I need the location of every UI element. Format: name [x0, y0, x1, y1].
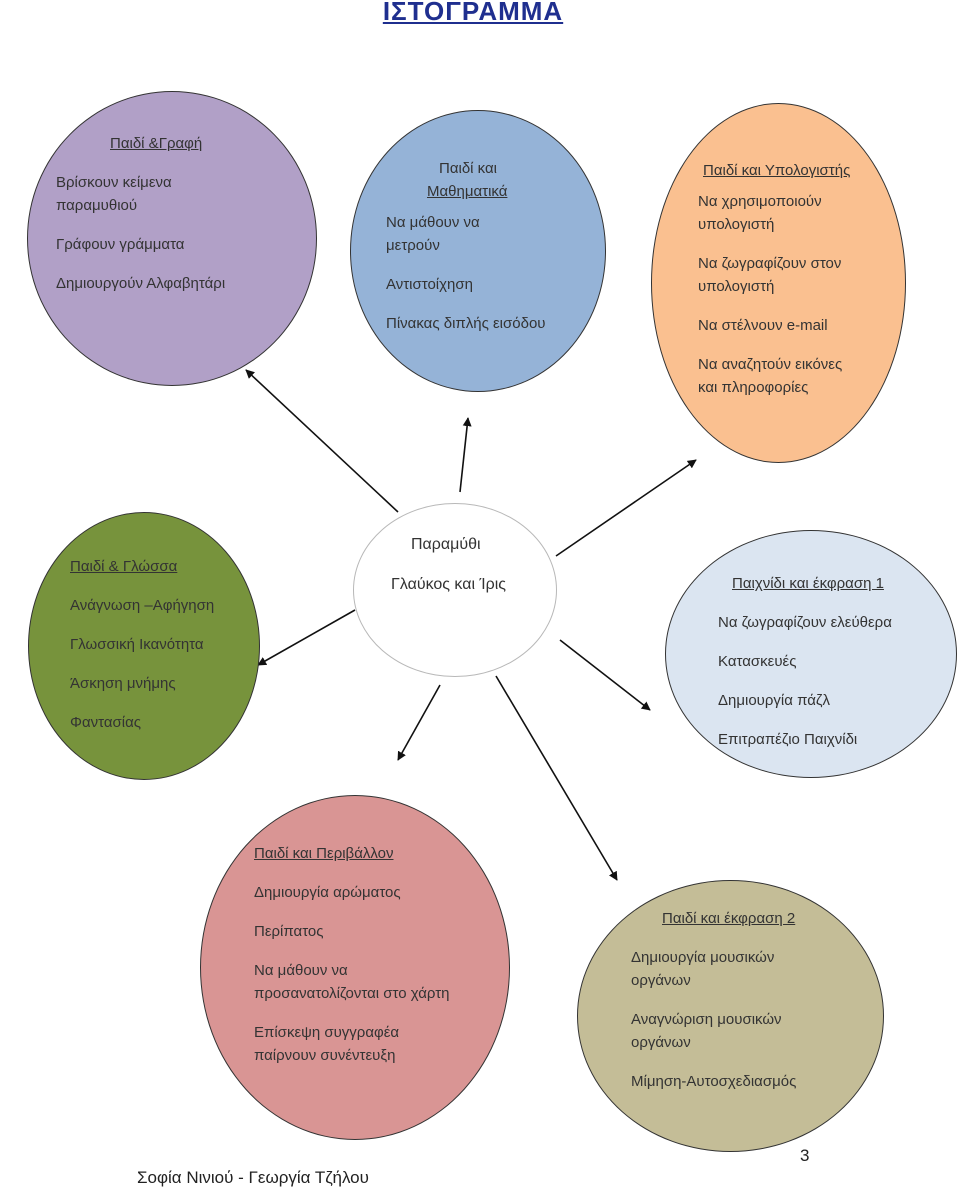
center-bubble — [353, 503, 557, 677]
bubble-computer — [651, 103, 906, 463]
bubble-environment-item: Επίσκεψη συγγραφέα παίρνουν συνέντευξη — [254, 1024, 400, 1064]
bubble-play-item: Επιτραπέζιο Παιχνίδι — [718, 731, 858, 748]
bubble-computer-item: Να αναζητούν εικόνες και πληροφορίες — [698, 356, 843, 396]
bubble-language-item: Γλωσσική Ικανότητα — [70, 636, 204, 653]
bubble-math-content: Παιδί και Μαθηματικά Να μάθουν να μετρού… — [386, 157, 576, 335]
bubble-expression-item: Αναγνώριση μουσικών οργάνων — [631, 1011, 782, 1051]
bubble-computer-item: Να ζωγραφίζουν στον υπολογιστή — [698, 255, 842, 295]
page-title: ΙΣΤΟΓΡΑΜΜΑ — [382, 0, 564, 26]
bubble-expression — [577, 880, 884, 1152]
arrow-to-computer — [555, 459, 697, 557]
bubble-expression-item: Δημιουργία μουσικών οργάνων — [631, 949, 775, 989]
arrow-to-play — [559, 639, 651, 711]
bubble-computer-heading: Παιδί και Υπολογιστής — [703, 162, 851, 179]
bubble-environment-heading: Παιδί και Περιβάλλον — [254, 845, 394, 862]
arrow-to-writing — [245, 369, 399, 513]
arrow-to-expression — [495, 675, 618, 881]
bubble-environment-item: Δημιουργία αρώματος — [254, 884, 401, 901]
bubble-writing-item: Βρίσκουν κείμενα παραμυθιού — [56, 174, 172, 214]
arrow-to-language — [257, 609, 356, 666]
bubble-computer-item: Να χρησιμοποιούν υπολογιστή — [698, 193, 822, 233]
bubble-math-heading-line2: Μαθηματικά — [427, 183, 508, 200]
bubble-writing — [27, 91, 317, 386]
bubble-language — [28, 512, 260, 780]
bubble-writing-item: Γράφουν γράμματα — [56, 236, 185, 253]
bubble-environment-item: Να μάθουν να προσανατολίζονται στο χάρτη — [254, 962, 450, 1002]
bubble-play-heading: Παιχνίδι και έκφραση 1 — [732, 575, 884, 592]
bubble-language-content: Παιδί & Γλώσσα Ανάγνωση –Αφήγηση Γλωσσικ… — [70, 555, 250, 734]
bubble-environment — [200, 795, 510, 1140]
bubble-writing-item: Δημιουργούν Αλφαβητάρι — [56, 275, 226, 292]
bubble-expression-content: Παιδί και έκφραση 2 Δημιουργία μουσικών … — [631, 907, 831, 1093]
bubble-math-item: Να μάθουν να μετρούν — [386, 214, 480, 254]
bubble-math-heading-line1: Παιδί και — [439, 160, 498, 177]
bubble-play — [665, 530, 957, 778]
footer-authors: Σοφία Νινιού - Γεωργία Τζήλου — [137, 1168, 369, 1187]
bubble-play-content: Παιχνίδι και έκφραση 1 Να ζωγραφίζουν ελ… — [718, 572, 918, 751]
bubble-environment-item: Περίπατος — [254, 923, 324, 940]
page-number: 3 — [800, 1146, 810, 1165]
arrow-to-math — [459, 417, 472, 493]
bubble-environment-content: Παιδί και Περιβάλλον Δημιουργία αρώματος… — [254, 842, 484, 1067]
bubble-play-item: Να ζωγραφίζουν ελεύθερα — [718, 614, 892, 631]
center-subtitle: Γλαύκος και Ίρις — [391, 576, 506, 593]
bubble-math-item: Πίνακας διπλής εισόδου — [386, 315, 546, 332]
center-content: Παραμύθι Γλαύκος και Ίρις — [353, 533, 557, 596]
center-title: Παραμύθι — [411, 536, 481, 553]
bubble-writing-content: Παιδί &Γραφή Βρίσκουν κείμενα παραμυθιού… — [56, 132, 266, 295]
bubble-play-item: Δημιουργία πάζλ — [718, 692, 831, 709]
bubble-math — [350, 110, 606, 392]
bubble-language-item: Ανάγνωση –Αφήγηση — [70, 597, 215, 614]
bubble-expression-heading: Παιδί και έκφραση 2 — [662, 910, 796, 927]
bubble-language-heading: Παιδί & Γλώσσα — [70, 558, 178, 575]
bubble-language-item: Φαντασίας — [70, 714, 142, 731]
bubble-computer-item: Να στέλνουν e-mail — [698, 317, 828, 334]
bubble-writing-heading: Παιδί &Γραφή — [110, 135, 203, 152]
bubble-language-item: Άσκηση μνήμης — [70, 675, 176, 692]
bubble-expression-item: Μίμηση-Αυτοσχεδιασμός — [631, 1073, 797, 1090]
bubble-computer-content: Παιδί και Υπολογιστής Να χρησιμοποιούν υ… — [698, 159, 868, 399]
arrow-to-environment — [397, 684, 441, 761]
bubble-math-item: Αντιστοίχηση — [386, 276, 473, 293]
bubble-play-item: Κατασκευές — [718, 653, 797, 670]
